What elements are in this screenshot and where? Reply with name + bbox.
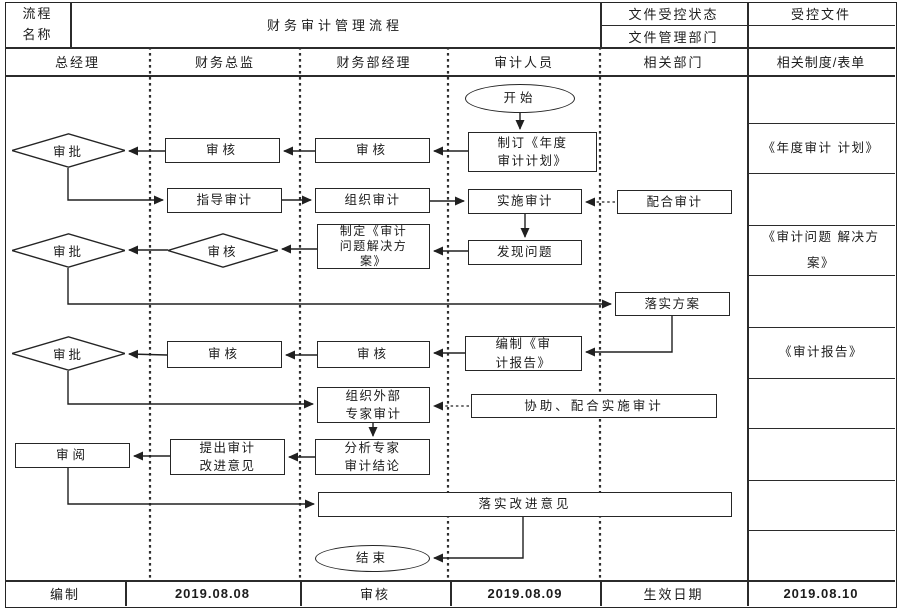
decision-approve-2: 审批 (12, 233, 125, 268)
flow-node-organize-audit: 组织审计 (315, 188, 430, 213)
flow-node-cooperate-audit: 配合审计 (617, 190, 732, 214)
flow-node-propose-improve: 提出审计改进意见 (170, 439, 285, 475)
flow-node-implement-audit: 实施审计 (468, 189, 582, 214)
lane-header-general-manager: 总经理 (54, 54, 100, 70)
footer-prepared-label: 编制 (49, 587, 80, 602)
grid-line (747, 327, 895, 329)
flow-node-end: 结束 (315, 545, 430, 572)
decision-review: 审核 (168, 233, 278, 268)
grid-line (747, 173, 895, 175)
grid-line (600, 580, 602, 606)
flow-node-review-gm: 审阅 (15, 443, 130, 468)
managing-dept-label: 文件管理部门 (628, 29, 719, 45)
decision-label: 审批 (52, 348, 84, 362)
decision-label: 审核 (207, 245, 239, 259)
process-label-line2: 名称 (22, 26, 53, 42)
grid-line (747, 225, 895, 227)
grid-line (300, 580, 302, 606)
decision-approve-1: 审批 (12, 133, 125, 168)
flow-node-compile-report: 编制《审计报告》 (465, 336, 582, 371)
flow-node-review-cfo2: 审核 (167, 341, 282, 368)
controlled-status-label: 文件受控状态 (628, 7, 719, 22)
grid-line (747, 428, 895, 430)
flow-node-assist-audit: 协助、配合实施审计 (471, 394, 717, 418)
flow-node-draft-plan: 制订《年度审计计划》 (468, 132, 597, 172)
grid-line (747, 275, 895, 277)
decision-label: 审批 (52, 145, 84, 159)
lane-header-forms: 相关制度/表单 (776, 54, 866, 70)
lane-header-related-dept: 相关部门 (643, 54, 704, 70)
side-doc-annual-plan: 《年度审计 计划》 (762, 140, 880, 155)
grid-line (747, 378, 895, 380)
side-doc-problem-solution: 《审计问题 解决方案》 (762, 229, 880, 270)
page-title: 财务审计管理流程 (266, 18, 403, 33)
flow-node-find-problems: 发现问题 (468, 240, 582, 265)
flow-node-start: 开始 (465, 84, 575, 113)
flow-node-implement-solution: 落实方案 (615, 292, 730, 316)
flow-node-guide-audit: 指导审计 (167, 188, 282, 213)
grid-line (5, 47, 895, 49)
grid-line (5, 75, 895, 77)
controlled-doc-label: 受控文件 (790, 7, 851, 22)
footer-prepared-date: 2019.08.08 (174, 586, 251, 601)
grid-line (747, 2, 749, 606)
flow-node-review-fm1: 审核 (315, 138, 430, 163)
grid-line (70, 2, 72, 47)
lane-header-auditor: 审计人员 (493, 54, 554, 70)
flow-node-analyze-conclusion: 分析专家审计结论 (315, 439, 430, 475)
process-name-label: 流程 名称 (5, 2, 70, 47)
grid-line (600, 2, 602, 47)
lane-header-cfo: 财务总监 (194, 54, 255, 70)
side-doc-audit-report: 《审计报告》 (778, 345, 863, 360)
footer-reviewed-label: 审核 (359, 587, 390, 602)
grid-line (450, 580, 452, 606)
grid-line (747, 123, 895, 125)
grid-line (600, 25, 895, 27)
grid-line (747, 530, 895, 532)
flow-node-external-experts: 组织外部专家审计 (317, 387, 430, 423)
footer-effective-label: 生效日期 (643, 587, 704, 602)
flow-node-review-fm2: 审核 (317, 341, 430, 368)
process-label-line1: 流程 (22, 6, 53, 22)
flow-node-make-solution: 制定《审计问题解决方案》 (317, 224, 430, 269)
flow-node-review-cfo1: 审核 (165, 138, 280, 163)
footer-effective-date: 2019.08.10 (783, 586, 859, 601)
grid-line (125, 580, 127, 606)
decision-label: 审批 (52, 245, 84, 259)
decision-approve-3: 审批 (12, 336, 125, 371)
lane-header-finance-manager: 财务部经理 (336, 54, 412, 70)
grid-line (747, 480, 895, 482)
flow-node-implement-improve: 落实改进意见 (318, 492, 732, 517)
footer-reviewed-date: 2019.08.09 (487, 586, 563, 601)
